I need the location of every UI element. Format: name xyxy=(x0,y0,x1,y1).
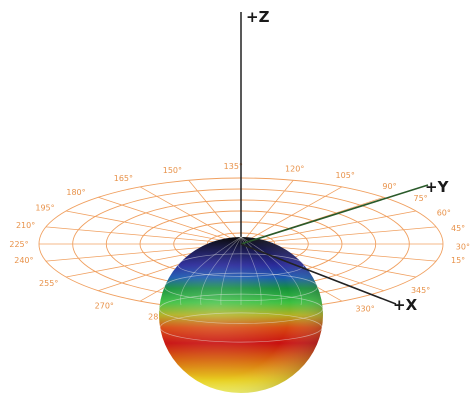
angle-label: 240° xyxy=(14,256,33,265)
grid-spoke xyxy=(66,210,242,245)
angle-label: 120° xyxy=(285,164,304,173)
angle-label: 15° xyxy=(451,256,465,265)
grid-spoke xyxy=(45,226,242,245)
sphere-meridian-line xyxy=(180,236,242,306)
sphere-latitude-line xyxy=(177,253,305,277)
angle-label: 330° xyxy=(355,305,374,314)
angle-label: 285° xyxy=(148,312,167,321)
angle-label: 150° xyxy=(163,166,182,175)
grid-spoke xyxy=(188,179,242,245)
sphere-meridian-line xyxy=(200,236,242,306)
z-axis-label: +Z xyxy=(246,8,270,26)
grid-spoke xyxy=(240,186,343,245)
sphere-latitude-line xyxy=(164,272,318,302)
angle-label: 105° xyxy=(336,171,355,180)
angle-label: 60° xyxy=(437,208,451,217)
angle-label: 75° xyxy=(414,194,428,203)
sphere-shading xyxy=(159,237,323,393)
sphere-meridian-line xyxy=(220,236,242,306)
grid-spoke xyxy=(240,210,416,245)
angle-label: 210° xyxy=(16,221,35,230)
angle-label: 30° xyxy=(456,243,470,252)
angle-label: 180° xyxy=(66,188,85,197)
angle-label: 45° xyxy=(451,224,465,233)
angle-label: 165° xyxy=(114,174,133,183)
angle-label: 255° xyxy=(39,279,58,288)
grid-spoke xyxy=(139,186,242,245)
x-axis-label: +X xyxy=(393,296,418,314)
sphere-meridian-line xyxy=(240,236,262,306)
y-axis-label: +Y xyxy=(425,178,450,196)
y-axis-line xyxy=(240,184,429,245)
angle-label: 135° xyxy=(224,162,243,171)
sphere-mesh xyxy=(158,236,324,343)
sphere-meridian-line xyxy=(240,236,282,306)
grid-spoke xyxy=(240,179,294,245)
x-axis-line xyxy=(240,243,397,305)
sphere-latitude-line xyxy=(159,312,323,343)
angle-label: 225° xyxy=(9,240,28,249)
angle-label: 90° xyxy=(382,182,396,191)
sphere-meridian-line xyxy=(240,236,302,306)
angle-label: 270° xyxy=(95,302,114,311)
angle-label: 345° xyxy=(411,286,430,295)
grid-spoke xyxy=(240,226,437,245)
angle-label: 195° xyxy=(35,203,54,212)
sphere xyxy=(158,236,324,393)
grid-spoke xyxy=(98,196,242,245)
sphere-latitude-line xyxy=(158,293,324,324)
